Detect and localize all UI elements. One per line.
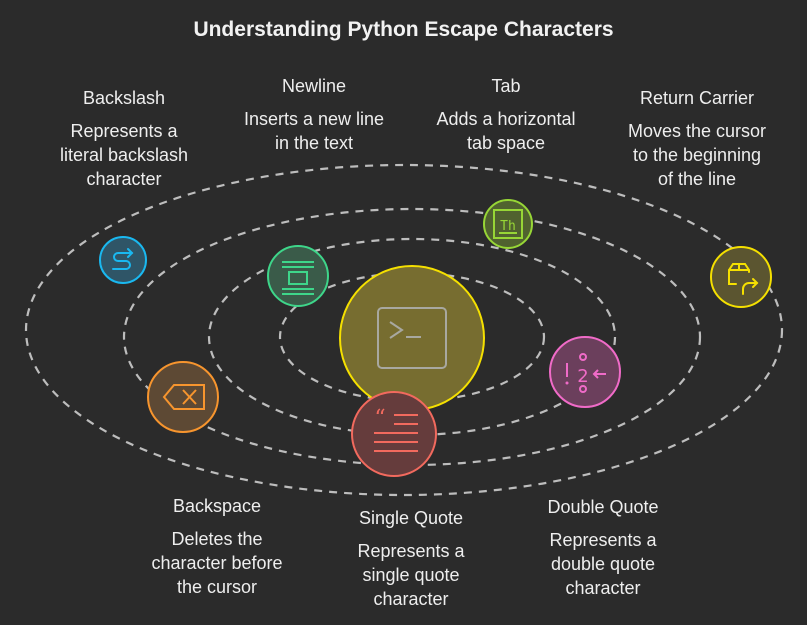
label-backslash: Backslash Represents a literal backslash… xyxy=(14,88,234,191)
svg-text:“: “ xyxy=(374,406,385,431)
label-return-carrier: Return Carrier Moves the cursor to the b… xyxy=(587,88,807,191)
label-single-quote-desc: Represents a single quote character xyxy=(357,541,465,609)
label-newline: Newline Inserts a new line in the text xyxy=(204,76,424,155)
quote-text-icon: “ xyxy=(374,406,418,452)
label-newline-desc: Inserts a new line in the text xyxy=(243,109,385,153)
label-backspace-name: Backspace xyxy=(172,496,262,516)
label-single-quote: Single Quote Represents a single quote c… xyxy=(301,508,521,611)
s-arrow-icon xyxy=(112,248,134,270)
newline-node[interactable] xyxy=(267,245,329,307)
label-tab-desc: Adds a horizontal tab space xyxy=(436,109,576,153)
text-wrap-icon xyxy=(282,261,314,295)
return-carrier-node[interactable] xyxy=(710,246,772,308)
text-box-icon: Th xyxy=(493,209,523,239)
label-newline-name: Newline xyxy=(281,76,347,96)
label-backspace: Backspace Deletes the character before t… xyxy=(107,496,327,599)
label-single-quote-name: Single Quote xyxy=(358,508,464,528)
backspace-node[interactable] xyxy=(147,361,219,433)
backslash-node[interactable] xyxy=(99,236,147,284)
page-title: Understanding Python Escape Characters xyxy=(193,18,614,41)
center-node xyxy=(339,265,485,411)
label-backslash-name: Backslash xyxy=(82,88,166,108)
label-backspace-desc: Deletes the character before the cursor xyxy=(151,529,283,597)
label-double-quote: Double Quote Represents a double quote c… xyxy=(493,497,713,600)
svg-text:2: 2 xyxy=(577,366,588,387)
label-tab: Tab Adds a horizontal tab space xyxy=(396,76,616,155)
tab-node[interactable]: Th xyxy=(483,199,533,249)
label-double-quote-desc: Represents a double quote character xyxy=(549,530,657,598)
exclaim-two-arrow-icon: 2 xyxy=(565,353,606,393)
label-return-carrier-desc: Moves the cursor to the beginning of the… xyxy=(627,121,767,189)
backspace-icon xyxy=(162,384,205,410)
label-double-quote-name: Double Quote xyxy=(547,497,659,517)
svg-text:Th: Th xyxy=(500,219,516,234)
label-tab-name: Tab xyxy=(491,76,521,96)
label-backslash-desc: Represents a literal backslash character xyxy=(59,121,189,189)
label-return-carrier-name: Return Carrier xyxy=(639,88,755,108)
single-quote-node[interactable]: “ xyxy=(351,391,437,477)
terminal-icon xyxy=(377,307,447,369)
double-quote-node[interactable]: 2 xyxy=(549,336,621,408)
package-return-icon xyxy=(728,263,759,295)
